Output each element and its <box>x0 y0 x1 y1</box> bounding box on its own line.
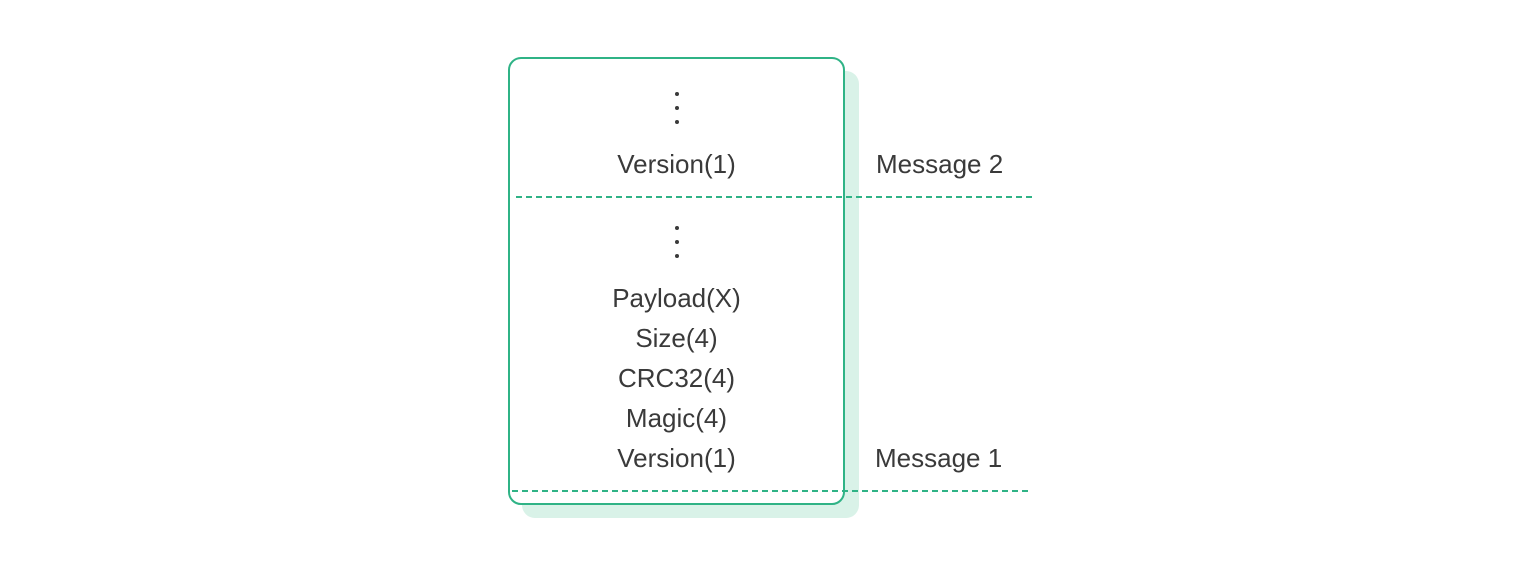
message1-field-magic: Magic(4) <box>625 403 728 433</box>
ellipsis-top-icon <box>674 92 680 134</box>
message1-field-version: Version(1) <box>617 443 736 473</box>
message1-field-payload: Payload(X) <box>612 283 741 313</box>
message1-label: Message 1 <box>875 443 1003 473</box>
message2-label: Message 2 <box>876 149 1004 179</box>
message1-boundary <box>512 490 1028 492</box>
message1-field-crc32: CRC32(4) <box>617 363 736 393</box>
message2-boundary <box>516 196 1032 198</box>
message1-field-size: Size(4) <box>635 323 718 353</box>
ellipsis-middle-icon <box>674 226 680 268</box>
message2-field-version: Version(1) <box>617 149 736 179</box>
message-stack-box <box>508 57 845 505</box>
